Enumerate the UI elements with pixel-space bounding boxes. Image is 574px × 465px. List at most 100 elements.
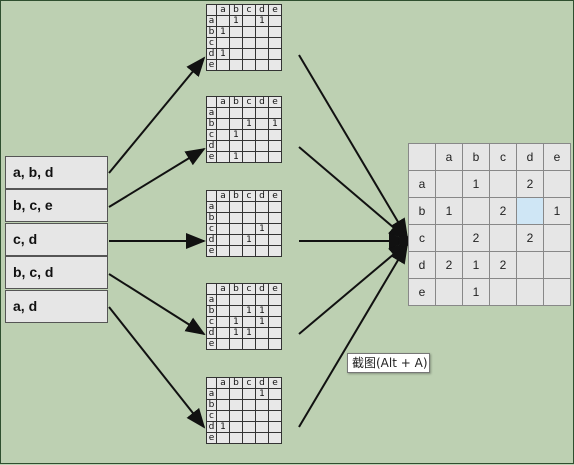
summary-cell[interactable] bbox=[435, 278, 463, 306]
matrix-cell: 1 bbox=[229, 316, 243, 328]
summary-col-header: a bbox=[435, 143, 463, 171]
summary-cell[interactable]: 1 bbox=[462, 278, 490, 306]
matrix-cell bbox=[216, 388, 230, 400]
matrix-cell bbox=[255, 26, 269, 38]
summary-cell[interactable] bbox=[462, 197, 490, 225]
matrix-cell bbox=[242, 37, 256, 49]
matrix-col-header: a bbox=[216, 283, 230, 295]
matrix-cell bbox=[268, 338, 282, 350]
matrix-cell bbox=[242, 212, 256, 224]
matrix-cell bbox=[242, 432, 256, 444]
summary-cell[interactable] bbox=[543, 224, 571, 252]
matrix-cell bbox=[255, 327, 269, 339]
matrix-cell bbox=[216, 212, 230, 224]
summary-cell[interactable]: 1 bbox=[462, 251, 490, 279]
matrix-cell bbox=[242, 15, 256, 27]
summary-cell[interactable]: 1 bbox=[543, 197, 571, 225]
summary-cell[interactable] bbox=[543, 278, 571, 306]
summary-cell[interactable] bbox=[543, 170, 571, 198]
matrix-cell bbox=[268, 432, 282, 444]
matrix-row-header: a bbox=[206, 107, 217, 119]
matrix-cell bbox=[255, 421, 269, 433]
matrix-cell bbox=[242, 151, 256, 163]
matrix-col-header: b bbox=[229, 377, 243, 389]
matrix-cell bbox=[268, 107, 282, 119]
matrix-cell: 1 bbox=[255, 305, 269, 317]
matrix-row-header: b bbox=[206, 305, 217, 317]
summary-cell[interactable] bbox=[516, 197, 544, 225]
matrix-cell bbox=[229, 399, 243, 411]
summary-cell[interactable] bbox=[543, 251, 571, 279]
summary-col-header: b bbox=[462, 143, 490, 171]
arrow-txn4-to-matrix4 bbox=[108, 273, 206, 336]
matrix-cell bbox=[268, 410, 282, 422]
arrow-txn2-to-matrix2 bbox=[108, 147, 206, 208]
matrix-col-header: b bbox=[229, 4, 243, 16]
matrix-cell bbox=[242, 59, 256, 71]
matrix-cell bbox=[216, 234, 230, 246]
matrix-cell: 1 bbox=[255, 15, 269, 27]
matrix-row-header: b bbox=[206, 118, 217, 130]
summary-row-header: b bbox=[408, 197, 436, 225]
summary-col-header: c bbox=[489, 143, 517, 171]
matrix-row-header: e bbox=[206, 245, 217, 257]
matrix-cell bbox=[255, 432, 269, 444]
transaction-2: b, c, e bbox=[5, 189, 108, 222]
matrix-cell: 1 bbox=[255, 388, 269, 400]
matrix-cell bbox=[229, 234, 243, 246]
summary-cell[interactable]: 2 bbox=[489, 197, 517, 225]
matrix-cell bbox=[229, 37, 243, 49]
matrix-cell bbox=[216, 245, 230, 257]
matrix-corner bbox=[206, 4, 217, 16]
summary-cell[interactable]: 2 bbox=[516, 224, 544, 252]
matrix-cell bbox=[216, 151, 230, 163]
matrix-cell bbox=[216, 294, 230, 306]
summary-row-header: e bbox=[408, 278, 436, 306]
matrix-cell: 1 bbox=[255, 316, 269, 328]
matrix-cell bbox=[229, 201, 243, 213]
summary-cell[interactable]: 2 bbox=[462, 224, 490, 252]
summary-cell[interactable] bbox=[435, 224, 463, 252]
matrix-cell bbox=[242, 245, 256, 257]
summary-cell[interactable] bbox=[435, 170, 463, 198]
matrix-col-header: c bbox=[242, 96, 256, 108]
matrix-cell bbox=[255, 212, 269, 224]
summary-cell[interactable] bbox=[489, 170, 517, 198]
matrix-corner bbox=[206, 190, 217, 202]
summary-cell[interactable]: 1 bbox=[435, 197, 463, 225]
matrix-corner bbox=[206, 283, 217, 295]
matrix-cell: 1 bbox=[242, 234, 256, 246]
summary-cell[interactable]: 2 bbox=[489, 251, 517, 279]
matrix-cell bbox=[216, 201, 230, 213]
summary-cell[interactable]: 2 bbox=[516, 170, 544, 198]
matrix-cell bbox=[216, 140, 230, 152]
matrix-cell bbox=[216, 410, 230, 422]
summary-cell[interactable] bbox=[489, 224, 517, 252]
matrix-cell bbox=[242, 399, 256, 411]
matrix-cell bbox=[242, 388, 256, 400]
arrow-matrix2-to-summary bbox=[298, 146, 409, 241]
matrix-cell bbox=[216, 118, 230, 130]
matrix-row-header: c bbox=[206, 129, 217, 141]
matrix-cell bbox=[242, 107, 256, 119]
matrix-cell bbox=[242, 129, 256, 141]
matrix-cell: 1 bbox=[268, 118, 282, 130]
summary-cell[interactable] bbox=[489, 278, 517, 306]
matrix-cell bbox=[229, 305, 243, 317]
matrix-cell bbox=[216, 399, 230, 411]
matrix-row-header: c bbox=[206, 37, 217, 49]
summary-cell[interactable]: 1 bbox=[462, 170, 490, 198]
summary-cell[interactable] bbox=[516, 278, 544, 306]
matrix-col-header: c bbox=[242, 190, 256, 202]
summary-cell[interactable] bbox=[516, 251, 544, 279]
summary-cell[interactable]: 2 bbox=[435, 251, 463, 279]
matrix-cell bbox=[229, 388, 243, 400]
matrix-col-header: e bbox=[268, 283, 282, 295]
matrix-cell bbox=[216, 305, 230, 317]
matrix-cell: 1 bbox=[216, 26, 230, 38]
arrow-matrix5-to-summary bbox=[298, 243, 409, 428]
matrix-cell bbox=[268, 399, 282, 411]
matrix-col-header: a bbox=[216, 377, 230, 389]
